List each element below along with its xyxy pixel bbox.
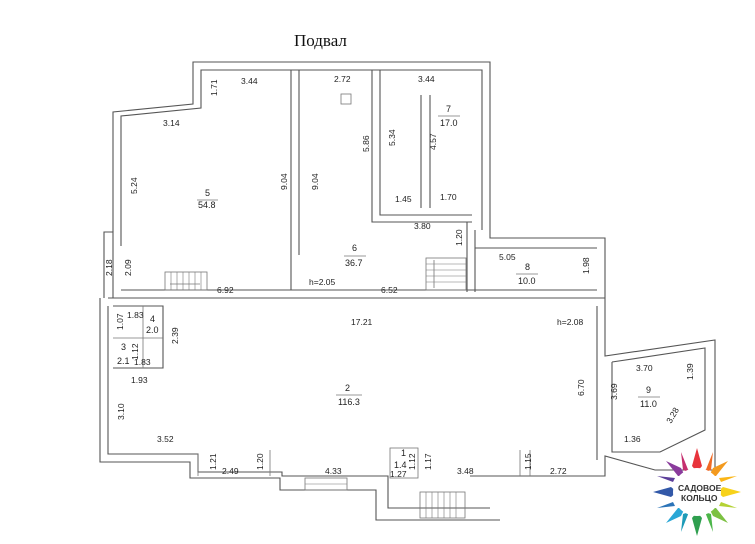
dim-label: 3.44 (418, 74, 435, 84)
logo-line-2: КОЛЬЦО (681, 493, 718, 503)
stairs-room-6 (425, 257, 467, 291)
dim-label: 9.04 (279, 173, 289, 190)
dim-label: 1.21 (208, 453, 218, 470)
room-5-area: 54.8 (198, 200, 216, 210)
dim-label: 6.52 (381, 285, 398, 295)
room-2-area: 116.3 (338, 397, 360, 407)
column-marker (340, 93, 352, 105)
dim-label: 1.93 (131, 375, 148, 385)
dim-label: 3.28 (664, 405, 681, 425)
stairs-entrance (304, 477, 466, 519)
dim-label: 4.57 (428, 133, 438, 150)
dim-label: 1.20 (454, 229, 464, 246)
dim-label: 3.10 (116, 403, 126, 420)
dim-label: 3.14 (163, 118, 180, 128)
plan-title: Подвал (294, 31, 347, 50)
dim-label: 3.80 (414, 221, 431, 231)
dim-label: 1.70 (440, 192, 457, 202)
dim-label: 5.86 (361, 135, 371, 152)
room-4-area: 2.0 (146, 325, 159, 335)
dimension-labels: 3.44 1.71 3.14 5.24 9.04 2.18 2.09 6.92 … (104, 74, 695, 479)
room-4-number: 4 (150, 314, 155, 324)
logo-line-1: САДОВОЕ (678, 483, 722, 493)
dim-label: 1.17 (423, 453, 433, 470)
room-3-area: 2.1 (117, 356, 130, 366)
room-8-area: 10.0 (518, 276, 536, 286)
dim-label: 9.04 (310, 173, 320, 190)
dim-label: 1.20 (255, 453, 265, 470)
dim-label: 5.24 (129, 177, 139, 194)
dim-label: h=2.08 (557, 317, 584, 327)
dim-label: 2.39 (170, 327, 180, 344)
room-3-number: 3 (121, 342, 126, 352)
dim-label: 2.09 (123, 259, 133, 276)
dim-label: 17.21 (351, 317, 373, 327)
dim-label: h=2.05 (309, 277, 336, 287)
dim-label: 3.70 (636, 363, 653, 373)
dim-label: 2.49 (222, 466, 239, 476)
dim-label: 5.05 (499, 252, 516, 262)
dim-label: 1.15 (523, 453, 533, 470)
room-7-number: 7 (446, 104, 451, 114)
dim-label: 1.83 (127, 310, 144, 320)
dim-label: 1.98 (581, 257, 591, 274)
dim-label: 1.12 (130, 343, 140, 360)
dim-label: 1.12 (407, 453, 417, 470)
room-5-number: 5 (205, 188, 210, 198)
room-6-number: 6 (352, 243, 357, 253)
room-labels: 5 54.8 6 36.7 7 17.0 8 10.0 2 116.3 9 11… (117, 104, 660, 470)
dim-label: 1.07 (115, 313, 125, 330)
dim-label: 1.71 (209, 79, 219, 96)
dim-label: 6.70 (576, 379, 586, 396)
room-9-number: 9 (646, 385, 651, 395)
room-8-number: 8 (525, 262, 530, 272)
room-1-area: 1.4 (394, 460, 407, 470)
outer-walls (99, 61, 716, 521)
dim-label: 3.52 (157, 434, 174, 444)
dim-label: 2.18 (104, 259, 114, 276)
logo: САДОВОЕ КОЛЬЦО (653, 448, 741, 536)
room-1-number: 1 (401, 448, 406, 458)
dim-label: 1.27 (390, 469, 407, 479)
dim-label: 5.34 (387, 129, 397, 146)
room-6-area: 36.7 (345, 258, 363, 268)
dim-label: 3.48 (457, 466, 474, 476)
dim-label: 3.44 (241, 76, 258, 86)
dim-label: 1.36 (624, 434, 641, 444)
dim-label: 2.72 (334, 74, 351, 84)
stairs-room-5 (164, 271, 208, 291)
dim-label: 3.69 (609, 383, 619, 400)
inner-walls (108, 70, 605, 479)
room-7-area: 17.0 (440, 118, 458, 128)
dim-label: 1.83 (134, 357, 151, 367)
room-2-number: 2 (345, 383, 350, 393)
dim-label: 1.39 (685, 363, 695, 380)
dim-label: 1.45 (395, 194, 412, 204)
dim-label: 6.92 (217, 285, 234, 295)
dim-label: 4.33 (325, 466, 342, 476)
dim-label: 2.72 (550, 466, 567, 476)
room-9-area: 11.0 (640, 399, 657, 409)
